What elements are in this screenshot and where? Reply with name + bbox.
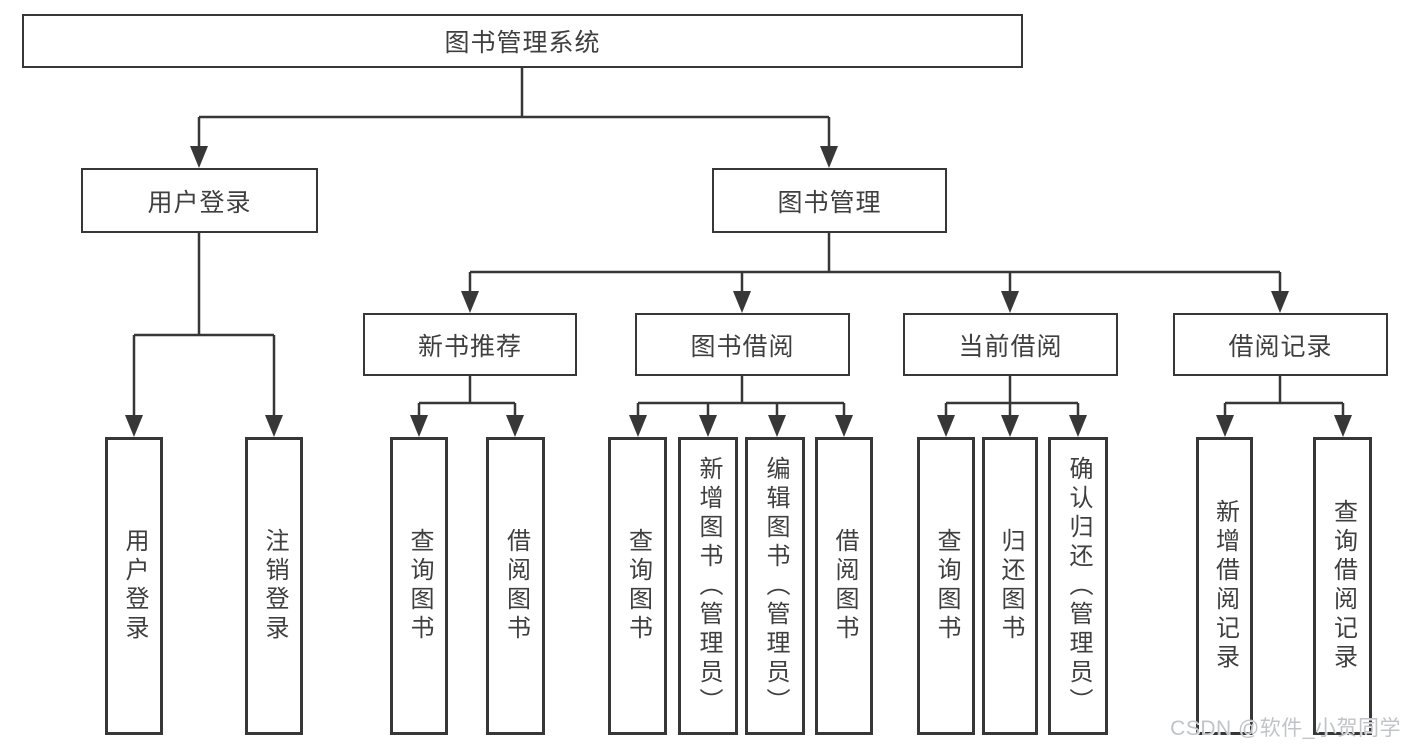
arrowheads <box>125 146 1352 437</box>
node-leaf-borrow-book-recommend: 借阅图书 <box>486 437 545 735</box>
node-new-book-recommend: 新书推荐 <box>363 313 577 376</box>
connector-rails <box>132 68 1345 416</box>
node-root: 图书管理系统 <box>22 14 1023 68</box>
csdn-watermark: CSDN @软件_小贺同学 <box>1170 717 1401 740</box>
node-book-management: 图书管理 <box>712 168 947 233</box>
node-leaf-edit-book: 编辑图书（管理员） <box>745 437 805 735</box>
node-leaf-logout: 注销登录 <box>245 437 303 735</box>
node-borrow-record: 借阅记录 <box>1173 313 1388 376</box>
node-user-login: 用户登录 <box>81 168 318 233</box>
node-leaf-return-book: 归还图书 <box>982 437 1038 735</box>
node-leaf-add-book: 新增图书（管理员） <box>678 437 738 735</box>
node-leaf-confirm-return: 确认归还（管理员） <box>1048 437 1108 735</box>
node-leaf-add-borrow-record: 新增借阅记录 <box>1196 437 1253 735</box>
node-book-borrow: 图书借阅 <box>635 313 850 376</box>
node-leaf-query-borrow-record: 查询借阅记录 <box>1313 437 1372 735</box>
node-current-borrow: 当前借阅 <box>903 313 1118 376</box>
node-leaf-query-book-current: 查询图书 <box>917 437 975 735</box>
node-leaf-query-book-borrow: 查询图书 <box>608 437 667 735</box>
node-leaf-borrow-book: 借阅图书 <box>815 437 873 735</box>
node-leaf-user-login: 用户登录 <box>105 437 163 735</box>
node-leaf-query-book-recommend: 查询图书 <box>390 437 448 735</box>
